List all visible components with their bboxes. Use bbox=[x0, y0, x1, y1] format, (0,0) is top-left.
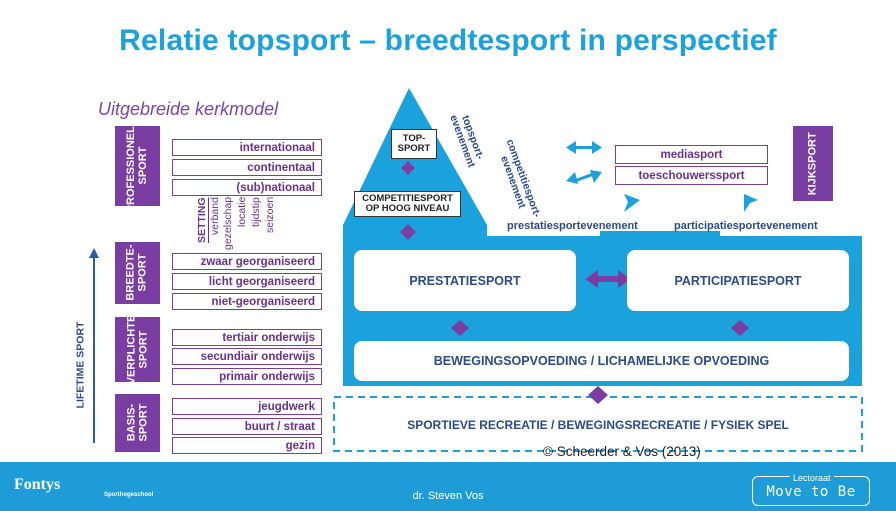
category-breedtesport: BREEDTE- SPORT bbox=[115, 242, 160, 304]
category-label: PROFESSIONELE SPORT bbox=[124, 119, 149, 213]
subtitle: Uitgebreide kerkmodel bbox=[98, 99, 279, 119]
category-professionele-sport: PROFESSIONELE SPORT bbox=[115, 119, 160, 213]
diamond-mid bbox=[400, 224, 416, 240]
setting-header: SETTING bbox=[196, 197, 208, 243]
lifetime-arrow bbox=[89, 248, 99, 443]
box-mediasport: mediasport bbox=[615, 145, 768, 164]
chevron-right bbox=[744, 194, 758, 212]
category-basissport: BASIS- SPORT bbox=[115, 394, 160, 452]
category-label: VERPLICHTE SPORT bbox=[124, 314, 149, 385]
box-licht-georganiseerd: licht georganiseerd bbox=[172, 273, 322, 290]
box-internationaal: internationaal bbox=[172, 139, 322, 156]
box-secundiair-onderwijs: secundiair onderwijs bbox=[172, 348, 322, 365]
category-verplichte-sport: VERPLICHTE SPORT bbox=[115, 314, 160, 385]
box-zwaar-georganiseerd: zwaar georganiseerd bbox=[172, 253, 322, 270]
box-tertiair-onderwijs: tertiair onderwijs bbox=[172, 329, 322, 346]
lifetime-sport-label: LIFETIME SPORT bbox=[70, 310, 90, 420]
box-primair-onderwijs: primair onderwijs bbox=[172, 368, 322, 385]
box-bewegingsopvoeding: BEWEGINGSOPVOEDING / LICHAMELIJKE OPVOED… bbox=[354, 341, 849, 381]
category-label: BASIS- SPORT bbox=[124, 404, 149, 442]
setting-item: gezelschap bbox=[222, 197, 234, 251]
box-participatiesport: PARTICIPATIESPORT bbox=[627, 250, 849, 311]
footer-bar bbox=[0, 462, 896, 511]
lectoraat-small-label: Lectoraat bbox=[790, 473, 834, 483]
footer-author: dr. Steven Vos bbox=[412, 490, 484, 502]
diamond-participatie bbox=[731, 320, 749, 336]
kijksport-label: KIJKSPORT bbox=[806, 132, 819, 195]
diamond-top bbox=[401, 161, 415, 175]
lifetime-sport-text: LIFETIME SPORT bbox=[74, 321, 87, 409]
label-prestatiesportevenement: prestatiesportevenement bbox=[507, 220, 638, 232]
setting-item: seizoen bbox=[264, 197, 276, 234]
box-topsport: TOP- SPORT bbox=[391, 129, 437, 159]
lectoraat-main-label: Move to Be bbox=[766, 484, 856, 500]
setting-item: tijdstip bbox=[250, 197, 262, 227]
diamond-recreatie bbox=[588, 386, 608, 404]
diamond-prestatie bbox=[451, 320, 469, 336]
category-label: BREEDTE- SPORT bbox=[124, 244, 149, 302]
arrow-toeschouwers bbox=[566, 170, 602, 184]
category-kijksport: KIJKSPORT bbox=[793, 126, 833, 201]
box-buurt-straat: buurt / straat bbox=[172, 418, 322, 435]
arrow-media bbox=[566, 141, 602, 154]
label-recreatie: SPORTIEVE RECREATIE / BEWEGINGSRECREATIE… bbox=[407, 418, 789, 432]
chevron-left bbox=[624, 194, 640, 212]
box-continentaal: continentaal bbox=[172, 159, 322, 176]
setting-group: SETTING verband gezelschap locatie tijds… bbox=[196, 197, 306, 257]
box-prestatiesport: PRESTATIESPORT bbox=[354, 250, 576, 311]
fontys-logo-sub: Sporthogeschool bbox=[104, 492, 154, 498]
fontys-logo: Fontys bbox=[14, 476, 61, 493]
box-niet-georganiseerd: niet-georganiseerd bbox=[172, 293, 322, 310]
label-participatiesportevenement: participatiesportevenement bbox=[674, 220, 818, 232]
double-arrow-main bbox=[585, 270, 631, 288]
box-subnationaal: (sub)nationaal bbox=[172, 179, 322, 196]
box-jeugdwerk: jeugdwerk bbox=[172, 398, 322, 415]
setting-item: locatie bbox=[236, 197, 248, 228]
slide-title: Relatie topsport – breedtesport in persp… bbox=[119, 24, 777, 57]
box-toeschouwerssport: toeschouwerssport bbox=[615, 166, 768, 185]
copyright-text: © Scheerder & Vos (2013) bbox=[543, 444, 701, 459]
box-gezin: gezin bbox=[172, 437, 322, 454]
box-competitiesport: COMPETITIESPORT OP HOOG NIVEAU bbox=[354, 191, 461, 217]
setting-item: verband bbox=[209, 197, 221, 235]
